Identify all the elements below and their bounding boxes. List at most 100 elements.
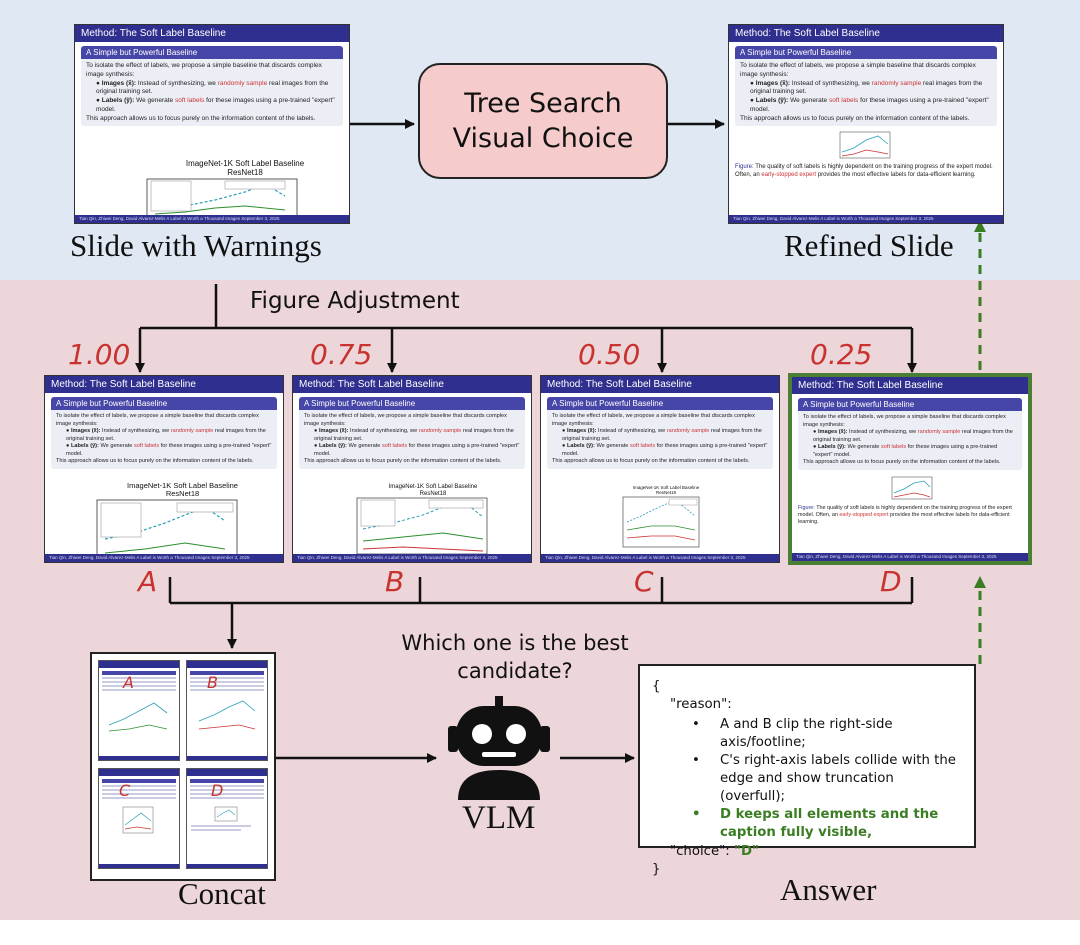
refined-slide: Method: The Soft Label Baseline A Simple… (728, 24, 1004, 224)
slide-footer: Tian Qin, Zhiwei Deng, David Alvarez-Mel… (792, 553, 1028, 561)
slide-chart: ImageNet-1K Soft Label Baseline ResNet18 (85, 481, 280, 562)
slide-bullet-images: ● Images (x̃): Instead of synthesizing, … (750, 79, 983, 96)
warning-slide: Method: The Soft Label Baseline A Simple… (74, 24, 350, 224)
slide-closing: This approach allows us to focus purely … (740, 114, 970, 122)
score-b: 0.75 (310, 338, 373, 371)
slide-title: Method: The Soft Label Baseline (541, 376, 779, 393)
letter-b: B (385, 565, 405, 598)
label-slide-with-warnings: Slide with Warnings (70, 228, 322, 263)
footer-band (0, 920, 1080, 945)
small-chart (839, 132, 891, 159)
slide-title: Method: The Soft Label Baseline (75, 25, 349, 42)
slide-footer: Tian Qin, Zhiwei Deng, David Alvarez-Mel… (45, 554, 283, 562)
reason-item-2: C's right-axis labels collide with the e… (652, 752, 962, 806)
slide-block: A Simple but Powerful Baseline To isolat… (735, 46, 997, 127)
slide-chart: ImageNet-1K Soft Label Baseline ResNet18 (611, 485, 721, 556)
mini-letter-c: C (119, 781, 131, 800)
slide-bullet-images: ● Images (x̃): Instead of synthesizing, … (96, 79, 329, 96)
slide-footer: Tian Qin, Zhiwei Deng, David Alvarez-Mel… (293, 554, 531, 562)
mini-letter-a: A (123, 673, 134, 692)
chart-plot (622, 496, 700, 548)
candidate-slide-d[interactable]: Method: The Soft Label Baseline A Simple… (788, 373, 1032, 565)
slide-closing: This approach allows us to focus purely … (803, 459, 1001, 466)
choice-value: "D" (734, 844, 759, 860)
slide-intro: To isolate the effect of labels, we prop… (86, 62, 322, 78)
slide-title: Method: The Soft Label Baseline (45, 376, 283, 393)
candidate-slide-b[interactable]: Method: The Soft Label Baseline A Simple… (292, 375, 532, 563)
answer-open-brace: { (652, 679, 661, 694)
chart-subtitle: ResNet18 (419, 490, 447, 497)
small-chart (891, 476, 933, 500)
slide-block-heading: A Simple but Powerful Baseline (81, 46, 343, 59)
slide-closing: This approach allows us to focus purely … (86, 114, 316, 122)
mini-letter-d: D (211, 781, 224, 800)
chart-plot (356, 497, 488, 555)
slide-caption: Figure: The quality of soft labels is hi… (735, 164, 993, 179)
slide-bullet-images: ● Images (x̃): Instead of synthesizing, … (314, 428, 514, 442)
slide-bullet-images: ● Images (x̃): Instead of synthesizing, … (813, 429, 1013, 443)
slide-block-heading: A Simple but Powerful Baseline (51, 397, 277, 410)
slide-footer: Tian Qin, Zhiwei Deng, David Alvarez-Mel… (541, 554, 779, 562)
slide-bullet-images: ● Images (x̃): Instead of synthesizing, … (66, 428, 266, 442)
slide-block-heading: A Simple but Powerful Baseline (299, 397, 525, 410)
chart-title: ImageNet-1K Soft Label Baseline (185, 159, 305, 168)
slide-bullet-labels: ● Labels (ỹ): We generate soft labels fo… (96, 97, 335, 113)
slide-body: To isolate the effect of labels, we prop… (299, 410, 525, 469)
candidate-slide-a[interactable]: Method: The Soft Label Baseline A Simple… (44, 375, 284, 563)
answer-reason-list: A and B clip the right-side axis/footlin… (652, 716, 962, 842)
process-line-2: Visual Choice (452, 123, 634, 154)
slide-body: To isolate the effect of labels, we prop… (798, 411, 1022, 470)
slide-block: A Simple but Powerful Baseline To isolat… (299, 397, 525, 469)
score-d: 0.25 (810, 338, 873, 371)
slide-intro: To isolate the effect of labels, we prop… (552, 413, 755, 427)
slide-block-heading: A Simple but Powerful Baseline (735, 46, 997, 59)
chart-plot (146, 178, 298, 218)
answer-close-brace: } (652, 862, 661, 878)
slide-block-heading: A Simple but Powerful Baseline (547, 397, 773, 410)
slide-intro: To isolate the effect of labels, we prop… (56, 413, 259, 427)
slide-bullet-images: ● Images (x̃): Instead of synthesizing, … (562, 428, 762, 442)
mini-slide-c: C (98, 768, 180, 869)
slide-chart: ImageNet-1K Soft Label Baseline ResNet18 (343, 484, 523, 560)
score-a: 1.00 (68, 338, 131, 371)
letter-c: C (634, 565, 654, 598)
concat-grid: A B C D (90, 652, 276, 881)
slide-block: A Simple but Powerful Baseline To isolat… (798, 398, 1022, 470)
slide-block: A Simple but Powerful Baseline To isolat… (81, 46, 343, 127)
mini-slide-d: D (186, 768, 268, 869)
question-line-1: Which one is the best (401, 631, 629, 655)
chart-plot (96, 499, 238, 558)
chart-title: ImageNet-1K Soft Label Baseline (127, 481, 238, 490)
chart-title: ImageNet-1K Soft Label Baseline (388, 484, 478, 490)
slide-caption: Figure: The quality of soft labels is hi… (798, 504, 1012, 525)
candidate-slide-c[interactable]: Method: The Soft Label Baseline A Simple… (540, 375, 780, 563)
letter-a: A (138, 565, 158, 598)
answer-choice-line: "choice": "D" (652, 843, 962, 861)
slide-chart: ImageNet-1K Soft Label Baseline ResNet18 (145, 159, 345, 223)
slide-body: To isolate the effect of labels, we prop… (735, 59, 997, 126)
slide-intro: To isolate the effect of labels, we prop… (740, 62, 976, 78)
robot-icon (448, 696, 550, 800)
mini-slide-b: B (186, 660, 268, 761)
slide-bullet-labels: ● Labels (ỹ): We generate soft labels fo… (66, 443, 272, 457)
score-c: 0.50 (578, 338, 641, 371)
slide-intro: To isolate the effect of labels, we prop… (803, 414, 1006, 428)
slide-title: Method: The Soft Label Baseline (729, 25, 1003, 42)
label-refined-slide: Refined Slide (784, 228, 954, 263)
slide-closing: This approach allows us to focus purely … (56, 458, 254, 465)
process-line-1: Tree Search (464, 87, 622, 119)
question-line-2: candidate? (457, 658, 573, 683)
slide-closing: This approach allows us to focus purely … (304, 458, 502, 465)
answer-box: { "reason": A and B clip the right-side … (638, 664, 976, 877)
slide-block: A Simple but Powerful Baseline To isolat… (547, 397, 773, 469)
chart-title: ImageNet-1K Soft Label Baseline (632, 485, 700, 490)
slide-body: To isolate the effect of labels, we prop… (51, 410, 277, 469)
slide-footer: Tian Qin, Zhiwei Deng, David Alvarez-Mel… (729, 215, 1003, 223)
chart-subtitle: ResNet18 (165, 489, 200, 499)
slide-footer: Tian Qin, Zhiwei Deng, David Alvarez-Mel… (75, 215, 349, 223)
slide-title: Method: The Soft Label Baseline (293, 376, 531, 393)
tree-search-visual-choice-box: Tree Search Visual Choice (418, 63, 668, 179)
label-figure-adjustment: Figure Adjustment (250, 288, 460, 314)
reason-item-3: D keeps all elements and the caption ful… (652, 806, 962, 842)
chart-subtitle: ResNet18 (227, 167, 263, 177)
